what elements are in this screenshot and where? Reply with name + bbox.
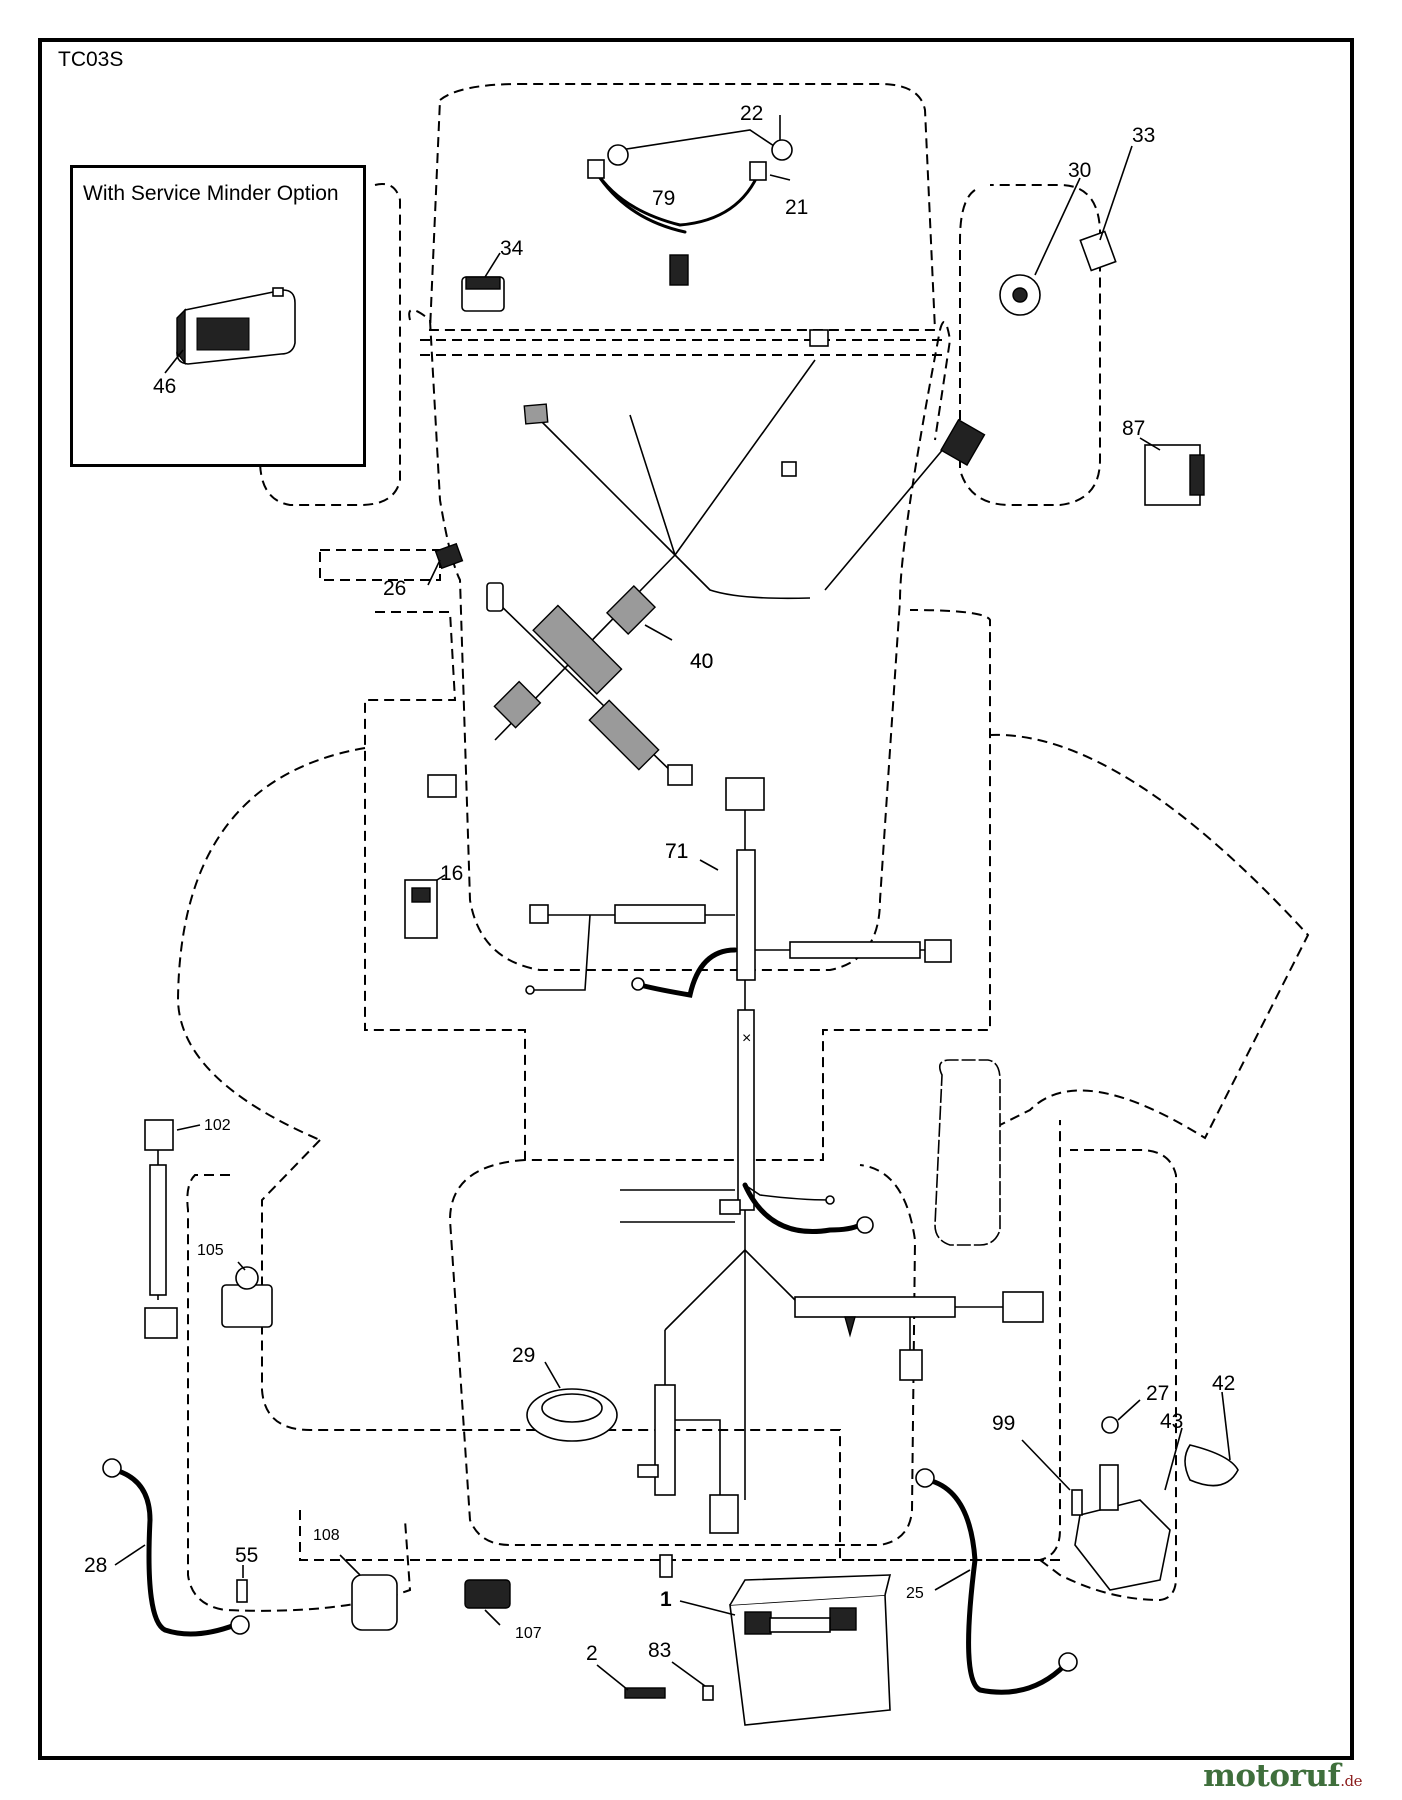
callout-34: 34 [500, 237, 524, 260]
callout-107: 107 [515, 1625, 542, 1642]
callout-29: 29 [512, 1344, 535, 1367]
callout-21: 21 [785, 196, 808, 219]
center-harness: × 71 [525, 777, 1044, 1578]
callout-30: 30 [1068, 159, 1091, 182]
watermark-text: motoruf [1203, 1758, 1341, 1794]
part-42 [1184, 1444, 1239, 1487]
inset-title: With Service Minder Option [83, 182, 339, 205]
callout-28: 28 [84, 1554, 107, 1577]
part-108 [351, 1574, 398, 1631]
callout-108: 108 [313, 1527, 340, 1544]
callout-55: 55 [235, 1544, 258, 1567]
part-105 [221, 1284, 273, 1328]
callout-40: 40 [690, 650, 713, 673]
part-33 [1079, 230, 1117, 272]
watermark-suffix: .de [1340, 1772, 1362, 1790]
part-25 [925, 1477, 1068, 1695]
callout-99: 99 [992, 1412, 1015, 1435]
callout-79: 79 [652, 187, 675, 210]
callout-22: 22 [740, 102, 763, 125]
callout-33: 33 [1132, 124, 1155, 147]
diagram-frame [38, 38, 1354, 1760]
part-2 [624, 1687, 666, 1699]
callout-1: 1 [660, 1588, 672, 1611]
watermark: motoruf.de [1203, 1758, 1362, 1794]
callout-16: 16 [440, 862, 463, 885]
parts [102, 230, 1239, 1726]
part-55 [236, 1579, 248, 1603]
service-minder-display [176, 287, 296, 365]
leader-lines [114, 145, 1231, 1691]
part-43 [1074, 1499, 1171, 1591]
callout-71: 71 [665, 840, 688, 863]
callout-102: 102 [204, 1117, 231, 1134]
diagram-code: TC03S [58, 48, 124, 71]
part-28 [112, 1467, 238, 1637]
callout-105: 105 [197, 1242, 224, 1259]
main-harness: 40 [427, 329, 986, 798]
svg-text:×: × [742, 1030, 751, 1047]
callout-40: 40 [690, 650, 713, 673]
part-26 [434, 542, 464, 570]
callout-87: 87 [1122, 417, 1145, 440]
callout-71: 71 [665, 840, 688, 863]
part-107 [464, 1579, 511, 1609]
callout-83: 83 [648, 1639, 671, 1662]
headlight-assembly [587, 115, 793, 286]
part-83 [702, 1685, 714, 1701]
callout-25: 25 [906, 1585, 924, 1602]
part-102 [144, 1119, 174, 1151]
callout-42: 42 [1212, 1372, 1235, 1395]
callout-labels: 22 79 21 34 30 33 46 87 26 40 71 16 102 … [84, 102, 1235, 1665]
part-99 [1071, 1489, 1083, 1516]
part-27 [1101, 1416, 1119, 1434]
callout-27: 27 [1146, 1382, 1169, 1405]
callout-43: 43 [1160, 1410, 1183, 1433]
callout-2: 2 [586, 1642, 598, 1665]
callout-26: 26 [383, 577, 406, 600]
service-minder-inset: With Service Minder Option [70, 165, 366, 467]
